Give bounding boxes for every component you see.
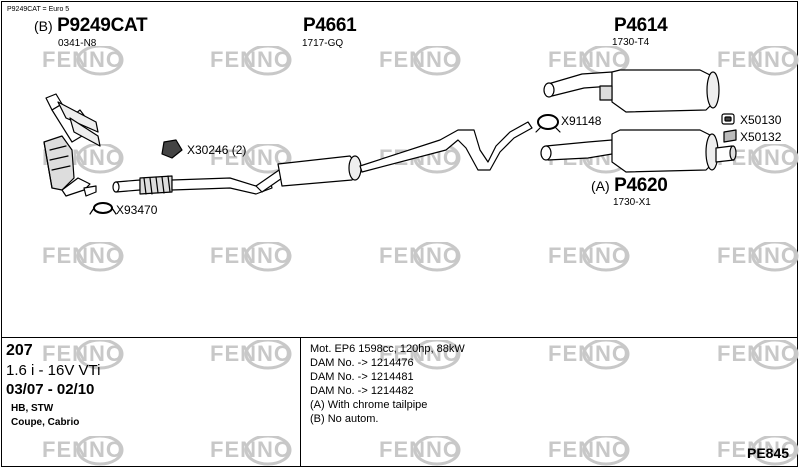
svg-text:FENNO: FENNO — [42, 437, 124, 462]
svg-text:FENNO: FENNO — [210, 47, 292, 72]
svg-text:FENNO: FENNO — [210, 243, 292, 268]
middle-silencer-part[interactable] — [255, 121, 533, 193]
detail-line: (A) With chrome tailpipe — [310, 399, 428, 411]
svg-text:FENNO: FENNO — [717, 243, 799, 268]
p4620-prefix: (A) — [591, 178, 610, 194]
svg-text:FENNO: FENNO — [379, 341, 461, 366]
page-code: PE845 — [747, 445, 790, 461]
fenno-watermark: FENNO — [379, 436, 461, 466]
svg-text:FENNO: FENNO — [379, 47, 461, 72]
vehicle-engine: 1.6 i - 16V VTi — [6, 362, 101, 379]
svg-text:FENNO: FENNO — [548, 437, 630, 462]
x93470-clamp-icon[interactable] — [89, 202, 117, 215]
svg-text:FENNO: FENNO — [42, 243, 124, 268]
part-p9249cat[interactable]: (B) P9249CAT — [34, 15, 148, 36]
detail-line: DAM No. -> 1214476 — [310, 357, 414, 369]
x91148-label[interactable]: X91148 — [561, 114, 602, 128]
fenno-watermark: FENNO — [379, 242, 461, 272]
fenno-watermark: FENNO — [42, 340, 124, 370]
panel-divider-horizontal — [1, 337, 798, 338]
euro-note: P9249CAT = Euro 5 — [7, 6, 70, 13]
svg-text:FENNO: FENNO — [717, 341, 799, 366]
details-list: Mot. EP6 1598cc, 120hp, 88kW DAM No. -> … — [310, 342, 465, 426]
svg-text:FENNO: FENNO — [379, 437, 461, 462]
svg-text:FENNO: FENNO — [548, 341, 630, 366]
fenno-watermark: FENNO — [42, 46, 124, 76]
x50130-gasket-icon[interactable] — [721, 113, 735, 125]
fenno-watermark: FENNO — [548, 340, 630, 370]
detail-line: (B) No autom. — [310, 413, 379, 425]
fenno-watermark: FENNO — [548, 436, 630, 466]
p4620-code: P4620 — [614, 175, 668, 196]
part-p4620[interactable]: (A) P4620 — [591, 176, 668, 195]
vehicle-body-1: HB, STW — [11, 403, 54, 414]
detail-line: DAM No. -> 1214482 — [310, 385, 414, 397]
fenno-watermark: FENNO — [42, 436, 124, 466]
fenno-watermark: FENNO — [717, 46, 799, 76]
fenno-watermark: FENNO — [717, 436, 799, 466]
fenno-watermark: FENNO — [210, 144, 292, 174]
fenno-watermark: FENNO — [42, 242, 124, 272]
p4620-sub: 1730-X1 — [613, 197, 651, 208]
p9249cat-sub: 0341-N8 — [58, 38, 97, 49]
rear-silencer-bottom-part[interactable] — [540, 129, 737, 173]
x50130-label[interactable]: X50130 — [740, 113, 782, 127]
detail-line: DAM No. -> 1214481 — [310, 371, 414, 383]
fenno-watermark: FENNO — [210, 340, 292, 370]
p9249cat-code: P9249CAT — [57, 15, 148, 36]
x30246-label[interactable]: X30246 (2) — [187, 143, 247, 157]
fenno-watermark: FENNO — [210, 242, 292, 272]
detail-line: Mot. EP6 1598cc, 120hp, 88kW — [310, 343, 465, 355]
fenno-watermark: FENNO — [548, 46, 630, 76]
svg-text:FENNO: FENNO — [210, 341, 292, 366]
fenno-watermark: FENNO — [379, 46, 461, 76]
fenno-watermark: FENNO — [379, 340, 461, 370]
svg-text:FENNO: FENNO — [548, 47, 630, 72]
panel-divider-vertical — [300, 337, 301, 467]
part-p4614-code[interactable]: P4614 — [614, 15, 668, 36]
fenno-watermark: FENNO — [548, 242, 630, 272]
svg-text:FENNO: FENNO — [379, 243, 461, 268]
svg-text:FENNO: FENNO — [42, 47, 124, 72]
x50132-tailpipe-icon[interactable] — [723, 129, 737, 143]
vehicle-model: 207 — [6, 342, 33, 359]
exhaust-system-drawing — [43, 69, 737, 215]
p4614-sub: 1730-T4 — [612, 37, 650, 48]
x93470-label[interactable]: X93470 — [116, 203, 158, 217]
p4661-sub: 1717-GQ — [302, 38, 344, 49]
fenno-watermark: FENNO — [717, 340, 799, 370]
vehicle-body-2: Coupe, Cabrio — [11, 417, 80, 428]
fenno-watermark: FENNO — [210, 46, 292, 76]
svg-text:FENNO: FENNO — [210, 437, 292, 462]
svg-text:FENNO: FENNO — [42, 341, 124, 366]
catalyst-manifold-part[interactable] — [43, 93, 101, 197]
svg-text:FENNO: FENNO — [210, 145, 292, 170]
svg-text:FENNO: FENNO — [548, 243, 630, 268]
rear-silencer-top-part[interactable] — [543, 69, 720, 113]
front-pipe-part[interactable] — [112, 175, 273, 195]
fenno-watermark: FENNO — [210, 436, 292, 466]
x30246-rubber-mount-icon[interactable] — [161, 139, 183, 159]
vehicle-years: 03/07 - 02/10 — [6, 381, 95, 398]
x91148-clamp-icon[interactable] — [535, 114, 561, 133]
svg-text:FENNO: FENNO — [717, 437, 799, 462]
x50132-label[interactable]: X50132 — [740, 130, 782, 144]
part-p4661-code[interactable]: P4661 — [303, 15, 357, 36]
fenno-watermark: FENNO — [717, 242, 799, 272]
svg-text:FENNO: FENNO — [717, 47, 799, 72]
p9249cat-prefix: (B) — [34, 18, 53, 34]
